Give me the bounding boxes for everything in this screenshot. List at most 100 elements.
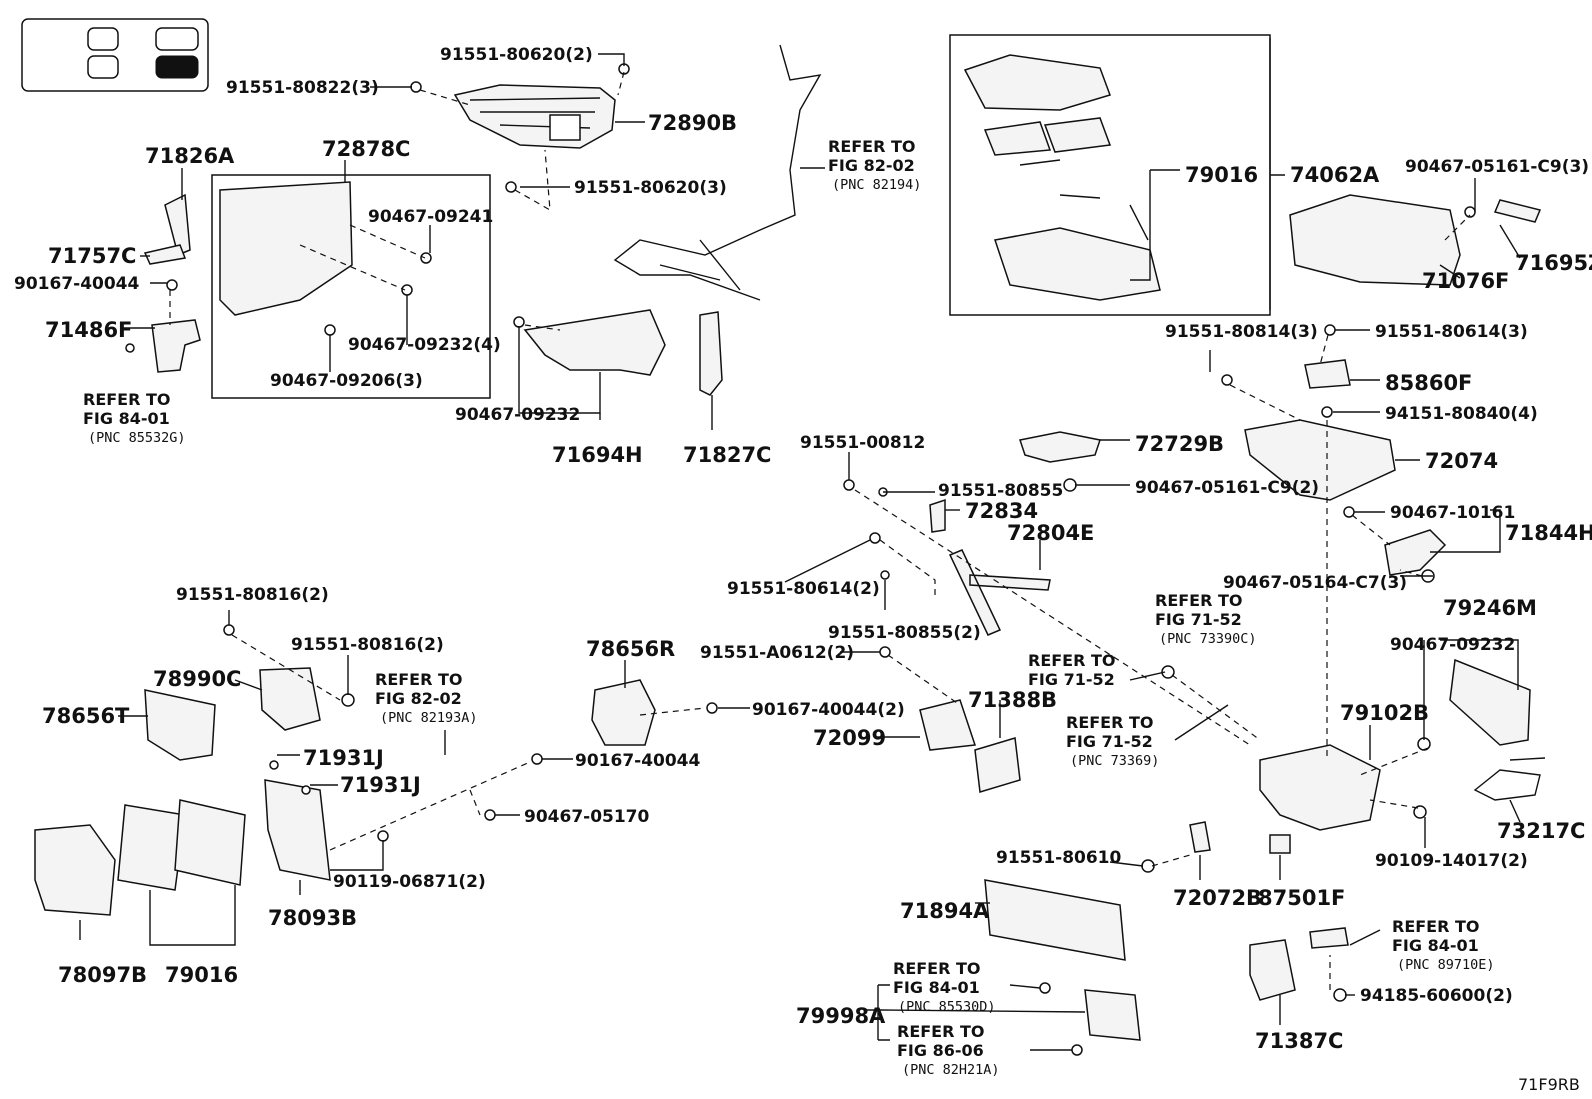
label-72074: 72074: [1425, 449, 1498, 473]
label-71387c: 71387C: [1255, 1029, 1343, 1053]
label-91551-80620-3: 91551-80620(3): [574, 178, 727, 198]
strip-71827c-part: [699, 311, 723, 396]
bracket-71826a-part: [164, 193, 191, 257]
pad-79016-part: [117, 804, 186, 891]
refer-pnc: (PNC 73369): [1070, 753, 1159, 769]
refer-line: REFER TO: [1028, 651, 1116, 670]
refer-note-fig82-02-b: REFER TO FIG 82-02 (PNC 82193A): [375, 670, 478, 726]
label-72804e: 72804E: [1007, 521, 1094, 545]
label-91551-80610: 91551-80610: [996, 848, 1122, 868]
refer-fig: FIG 71-52: [1028, 670, 1115, 689]
label-91551-a0612-2: 91551-A0612(2): [700, 643, 854, 663]
refer-fig: FIG 86-06: [897, 1041, 984, 1060]
refer-pnc: (PNC 82193A): [380, 710, 478, 726]
switch-71387c-part: [1249, 939, 1296, 1001]
label-78656t: 78656T: [42, 704, 130, 728]
bracket-71486f-part: [151, 319, 201, 373]
label-72099: 72099: [813, 726, 886, 750]
label-71076f: 71076F: [1422, 269, 1509, 293]
panel-72878c-part: [219, 181, 353, 316]
bracket-85860f-part: [1304, 359, 1351, 389]
label-85860f: 85860F: [1385, 371, 1472, 395]
label-78097b: 78097B: [58, 963, 147, 987]
cover-78097b-part: [34, 824, 116, 916]
label-72834: 72834: [965, 499, 1038, 523]
label-79016-top: 79016: [1185, 163, 1258, 187]
refer-fig: FIG 84-01: [83, 409, 170, 428]
connector-89710e-part: [1309, 927, 1349, 949]
label-90167-40044-b: 90167-40044: [575, 751, 701, 771]
back-cover-part: [174, 799, 246, 886]
seat-locator-icon: [21, 18, 209, 92]
panel-71894a-part: [984, 879, 1126, 961]
bracket-72834-part: [929, 498, 946, 533]
refer-pnc: (PNC 89710E): [1397, 957, 1495, 973]
clip-71695z-part: [1493, 199, 1542, 223]
label-91551-80816-2b: 91551-80816(2): [291, 635, 444, 655]
refer-pnc: (PNC 73390C): [1159, 631, 1257, 647]
refer-line: REFER TO: [1155, 591, 1243, 610]
label-71694h: 71694H: [552, 443, 643, 467]
label-79016-bottom: 79016: [165, 963, 238, 987]
label-91551-80822-3: 91551-80822(3): [226, 78, 379, 98]
label-91551-80816-2a: 91551-80816(2): [176, 585, 329, 605]
refer-fig: FIG 71-52: [1155, 610, 1242, 629]
label-72890b: 72890B: [648, 111, 737, 135]
refer-pnc: (PNC 85532G): [88, 430, 186, 446]
leader-lines: [79, 38, 1521, 1051]
refer-line: REFER TO: [1066, 713, 1154, 732]
label-87501f: 87501F: [1258, 886, 1345, 910]
label-71486f: 71486F: [45, 318, 132, 342]
cover-79998a-part: [1084, 989, 1141, 1041]
label-71388b: 71388B: [968, 688, 1057, 712]
label-71827c: 71827C: [683, 443, 771, 467]
label-90467-05161-c9-3: 90467-05161-C9(3): [1405, 157, 1589, 177]
label-78656r: 78656R: [586, 637, 675, 661]
refer-pnc: (PNC 82H21A): [902, 1062, 1000, 1078]
refer-line: REFER TO: [83, 390, 171, 409]
refer-pnc: (PNC 82194): [832, 177, 921, 193]
refer-fig: FIG 84-01: [1392, 936, 1479, 955]
cushion-79016-parts: [963, 54, 1161, 301]
label-78093b: 78093B: [268, 906, 357, 930]
refer-note-fig84-01-c: REFER TO FIG 84-01 (PNC 85530D): [893, 959, 996, 1015]
fasteners: [125, 63, 1476, 1056]
refer-note-fig86-06: REFER TO FIG 86-06 (PNC 82H21A): [897, 1022, 1000, 1078]
label-90109-14017-2: 90109-14017(2): [1375, 851, 1528, 871]
figure-code: 71F9RB: [1518, 1075, 1580, 1094]
label-72878c: 72878C: [322, 137, 410, 161]
label-78990c: 78990C: [153, 667, 241, 691]
label-90467-10161: 90467-10161: [1390, 503, 1515, 523]
assembly-lines: [169, 71, 1471, 990]
refer-line: REFER TO: [897, 1022, 985, 1041]
label-91551-80814-3: 91551-80814(3): [1165, 322, 1318, 342]
refer-note-fig84-01-b: REFER TO FIG 84-01 (PNC 89710E): [1392, 917, 1495, 973]
part-87501f: [1269, 834, 1291, 854]
wire-harness-part: [613, 44, 822, 301]
refer-fig: FIG 82-02: [828, 156, 915, 175]
refer-note-fig84-01-a: REFER TO FIG 84-01 (PNC 85532G): [83, 390, 186, 446]
label-90467-09232-b: 90467-09232: [1390, 635, 1515, 655]
cover-71844h-part: [1384, 529, 1447, 576]
board-78093b-part: [264, 779, 331, 881]
cover-78656r-part: [591, 679, 656, 746]
label-91551-80614-2: 91551-80614(2): [727, 579, 880, 599]
label-90467-05164-c7-3: 90467-05164-C7(3): [1223, 573, 1407, 593]
group-box-72878c: [211, 174, 491, 399]
label-71844h: 71844H: [1505, 521, 1592, 545]
label-72072b: 72072B: [1173, 886, 1262, 910]
refer-line: REFER TO: [1392, 917, 1480, 936]
label-91551-80614-3: 91551-80614(3): [1375, 322, 1528, 342]
pad-71757c-part: [143, 244, 187, 265]
label-90467-09241: 90467-09241: [368, 207, 493, 227]
refer-line: REFER TO: [893, 959, 981, 978]
label-91551-80855: 91551-80855: [938, 481, 1063, 501]
label-71826a: 71826A: [145, 144, 235, 168]
bar-72804e-part: [948, 549, 1051, 636]
refer-note-fig71-52-b: REFER TO FIG 71-52: [1028, 651, 1116, 689]
cover-78656t-part: [144, 689, 216, 761]
refer-fig: FIG 71-52: [1066, 732, 1153, 751]
cover-71694h-part: [523, 309, 666, 376]
refer-note-fig71-52-a: REFER TO FIG 71-52 (PNC 73390C): [1155, 591, 1257, 647]
label-79102b: 79102B: [1340, 701, 1429, 725]
